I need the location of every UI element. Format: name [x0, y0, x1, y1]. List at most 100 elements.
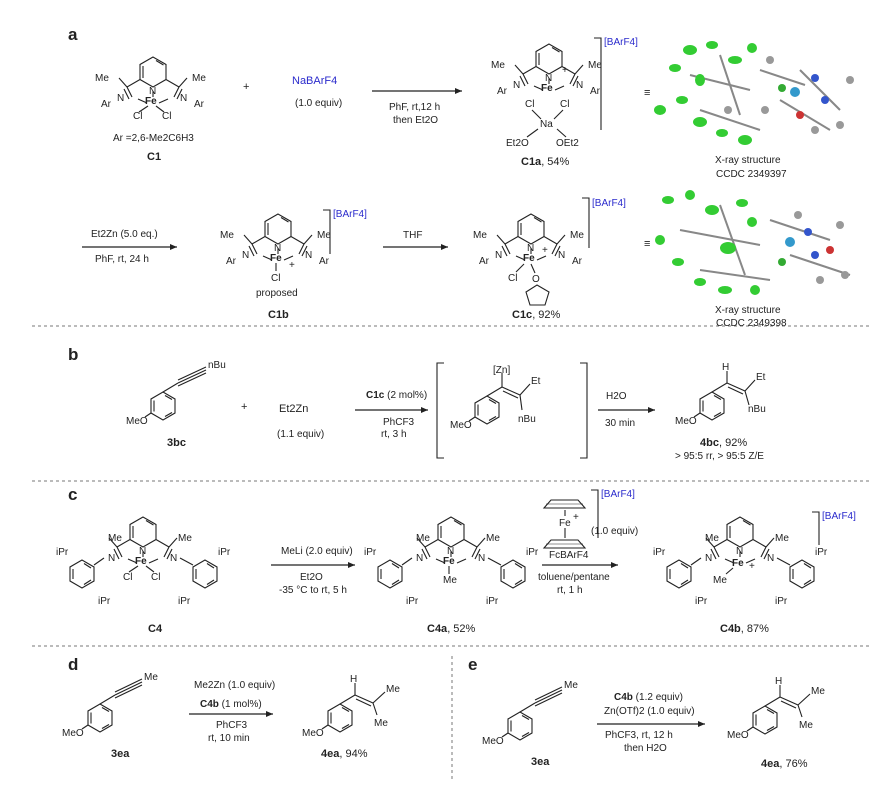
label-3bc: 3bc [167, 437, 186, 449]
label-c4b: C4b, 87% [720, 623, 769, 635]
svg-text:N: N [447, 546, 454, 557]
alkyne-3ea-d: Me MeO 3ea [62, 672, 158, 760]
svg-text:Me: Me [564, 680, 578, 691]
label-c1b: C1b [268, 309, 289, 321]
svg-text:Me: Me [811, 686, 825, 697]
xray-structure-2 [655, 190, 851, 295]
svg-text:MeO: MeO [302, 728, 324, 739]
label-c4a: C4a, 52% [427, 623, 476, 635]
svg-text:Me2Zn (1.0 equiv): Me2Zn (1.0 equiv) [194, 680, 275, 691]
svg-text:Me: Me [443, 575, 457, 586]
alkyne-3bc: nBu MeO 3bc [126, 360, 226, 449]
svg-text:iPr: iPr [526, 547, 539, 558]
svg-text:N: N [478, 553, 485, 564]
product-4bc: H Et nBu MeO 4bc, 92% > 95:5 rr, > 95:5 … [675, 362, 766, 462]
svg-text:nBu: nBu [748, 404, 766, 415]
svg-text:CCDC 2349397: CCDC 2349397 [716, 169, 787, 180]
label-c4: C4 [148, 623, 163, 635]
svg-text:Cl: Cl [560, 99, 569, 110]
svg-text:Me: Me [713, 575, 727, 586]
svg-text:toluene/pentane: toluene/pentane [538, 572, 610, 583]
svg-text:(1.1 equiv): (1.1 equiv) [277, 429, 324, 440]
svg-text:iPr: iPr [178, 596, 191, 607]
svg-text:rt, 10 min: rt, 10 min [208, 733, 250, 744]
intermediate-alkenylzinc: [Zn] Et nBu MeO [450, 365, 541, 431]
svg-text:Et2O: Et2O [506, 138, 529, 149]
complex-c1a: Me Me N N N Fe + Ar Ar Cl Cl Na Et2O OEt… [491, 37, 638, 168]
svg-text:Me: Me [486, 533, 500, 544]
xray-structure-1 [654, 41, 854, 145]
svg-text:(1.0 equiv): (1.0 equiv) [591, 526, 638, 537]
label-c1c: C1c, 92% [512, 309, 561, 321]
svg-text:N: N [527, 243, 534, 254]
svg-text:N: N [170, 553, 177, 564]
svg-text:MeO: MeO [62, 728, 84, 739]
svg-text:N: N [117, 93, 124, 104]
svg-text:iPr: iPr [56, 547, 69, 558]
svg-text:30 min: 30 min [605, 418, 635, 429]
svg-text:MeLi (2.0 equiv): MeLi (2.0 equiv) [281, 546, 353, 557]
svg-text:Ar: Ar [226, 256, 237, 267]
svg-text:(1.0 equiv): (1.0 equiv) [295, 98, 342, 109]
svg-text:iPr: iPr [815, 547, 828, 558]
svg-text:+: + [241, 401, 247, 413]
svg-text:[BArF4]: [BArF4] [333, 209, 367, 220]
svg-text:PhCF3: PhCF3 [383, 417, 415, 428]
svg-text:MeO: MeO [675, 416, 697, 427]
svg-text:Zn(OTf)2 (1.0 equiv): Zn(OTf)2 (1.0 equiv) [604, 706, 695, 717]
svg-text:N: N [416, 553, 423, 564]
panel-label-a: a [68, 25, 78, 44]
svg-text:O: O [532, 274, 540, 285]
svg-text:Ar: Ar [497, 86, 508, 97]
svg-text:N: N [558, 250, 565, 261]
svg-text:iPr: iPr [695, 596, 708, 607]
svg-text:H: H [350, 674, 357, 685]
svg-text:> 95:5 rr, > 95:5 Z/E: > 95:5 rr, > 95:5 Z/E [675, 451, 764, 462]
svg-text:Ar: Ar [479, 256, 490, 267]
svg-text:H: H [722, 362, 729, 373]
complex-c4a: Me Me N N N Fe Me iPr iPr iPr iPr C4a, 5… [364, 516, 539, 635]
svg-text:[Zn]: [Zn] [493, 365, 510, 376]
svg-text:FcBArF4: FcBArF4 [549, 550, 589, 561]
product-4ea-d: H Me Me MeO 4ea, 94% [302, 674, 400, 760]
svg-text:Fe: Fe [443, 556, 455, 567]
svg-text:Cl: Cl [151, 572, 160, 583]
svg-text:Fe: Fe [270, 253, 282, 264]
svg-text:N: N [736, 546, 743, 557]
svg-text:Fe: Fe [559, 518, 571, 529]
svg-text:Ar: Ar [194, 99, 205, 110]
svg-text:Me: Me [491, 60, 505, 71]
svg-text:N: N [576, 80, 583, 91]
label-3ea-d: 3ea [111, 748, 130, 760]
svg-text:iPr: iPr [218, 547, 231, 558]
complex-c1: Me Me N N N Fe Ar Ar Cl Cl Ar =2,6-Me2C6… [95, 56, 206, 163]
svg-text:+: + [749, 561, 755, 572]
svg-text:then H2O: then H2O [624, 743, 667, 754]
svg-text:[BArF4]: [BArF4] [592, 198, 626, 209]
svg-text:PhCF3, rt, 12 h: PhCF3, rt, 12 h [605, 730, 673, 741]
svg-text:nBu: nBu [518, 414, 536, 425]
svg-text:N: N [767, 553, 774, 564]
panel-label-b: b [68, 345, 78, 364]
label-3ea-e: 3ea [531, 756, 550, 768]
svg-text:iPr: iPr [364, 547, 377, 558]
svg-text:Me: Me [416, 533, 430, 544]
svg-text:Cl: Cl [271, 273, 280, 284]
svg-text:MeO: MeO [482, 736, 504, 747]
svg-text:Et: Et [531, 376, 541, 387]
svg-text:then Et2O: then Et2O [393, 115, 438, 126]
svg-text:Cl: Cl [123, 572, 132, 583]
complex-c1b: Me Me N N N Fe + Ar Ar Cl [BArF4] propos… [220, 209, 367, 321]
svg-text:Et2Zn (5.0 eq.): Et2Zn (5.0 eq.) [91, 229, 158, 240]
svg-text:Me: Me [386, 684, 400, 695]
svg-text:N: N [513, 80, 520, 91]
svg-text:N: N [545, 73, 552, 84]
svg-text:N: N [139, 546, 146, 557]
complex-c4b: Me Me N N N Fe + Me iPr iPr iPr iPr [BAr… [653, 511, 856, 635]
svg-text:PhCF3: PhCF3 [216, 720, 248, 731]
svg-text:Me: Me [374, 718, 388, 729]
svg-text:iPr: iPr [406, 596, 419, 607]
svg-text:CCDC 2349398: CCDC 2349398 [716, 318, 787, 329]
svg-text:+: + [542, 245, 548, 256]
